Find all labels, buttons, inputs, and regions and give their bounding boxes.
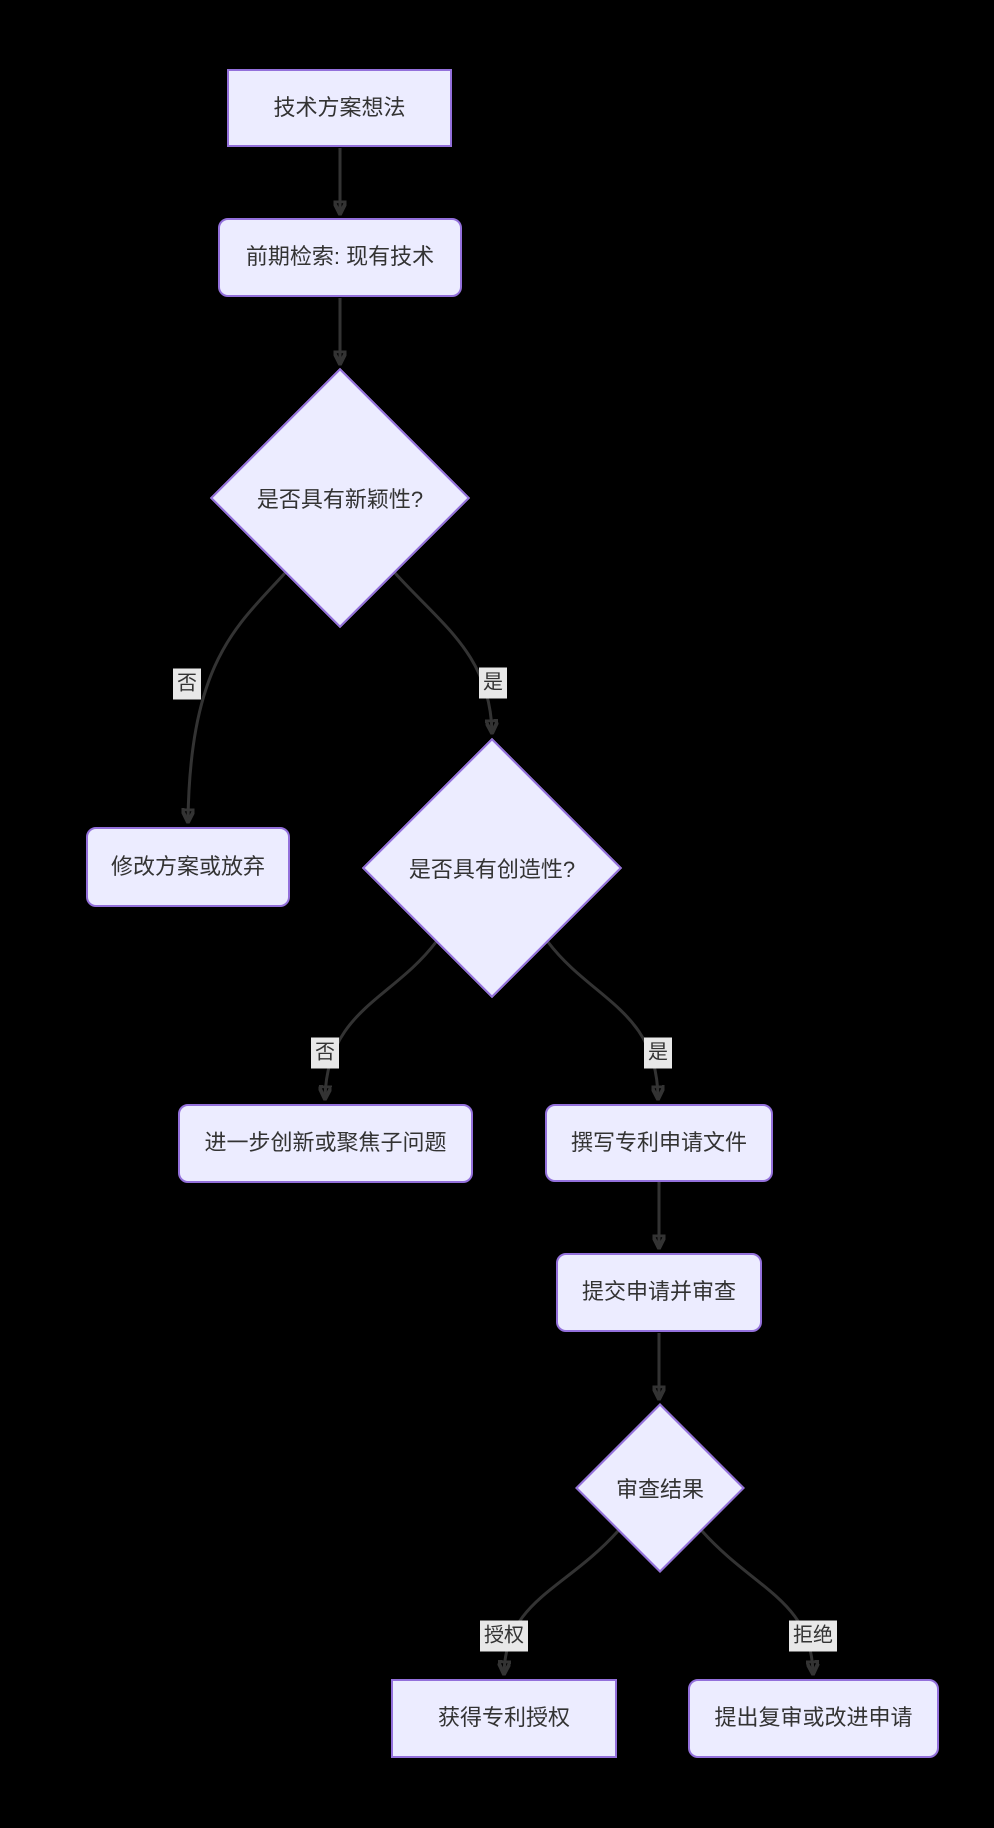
edge-label-creativity-no: 否: [311, 1037, 339, 1069]
node-granted: 获得专利授权: [391, 1679, 617, 1758]
edge-label-novelty-no: 否: [173, 668, 201, 700]
edge-novelty-yes: [393, 571, 492, 732]
node-result-label: 审查结果: [615, 1477, 704, 1502]
node-novelty-decision: 是否具有新颖性?: [209, 367, 471, 629]
node-result-decision: 审查结果: [575, 1403, 745, 1573]
node-search: 前期检索: 现有技术: [218, 218, 462, 297]
edge-label-result-grant: 授权: [480, 1620, 528, 1652]
node-modify: 修改方案或放弃: [86, 827, 290, 907]
node-innovate: 进一步创新或聚焦子问题: [178, 1104, 473, 1183]
node-novelty-label: 是否具有新颖性?: [256, 487, 424, 512]
edge-label-creativity-yes: 是: [644, 1037, 672, 1069]
edge-novelty-no: [188, 571, 287, 821]
node-appeal: 提出复审或改进申请: [688, 1679, 939, 1758]
node-creativity-label: 是否具有创造性?: [408, 857, 576, 882]
node-creativity-decision: 是否具有创造性?: [361, 737, 623, 999]
node-submit: 提交申请并审查: [556, 1253, 762, 1332]
node-draft: 撰写专利申请文件: [545, 1104, 773, 1182]
node-idea: 技术方案想法: [227, 69, 452, 147]
edge-label-novelty-yes: 是: [479, 667, 507, 699]
edge-label-result-reject: 拒绝: [789, 1620, 837, 1652]
